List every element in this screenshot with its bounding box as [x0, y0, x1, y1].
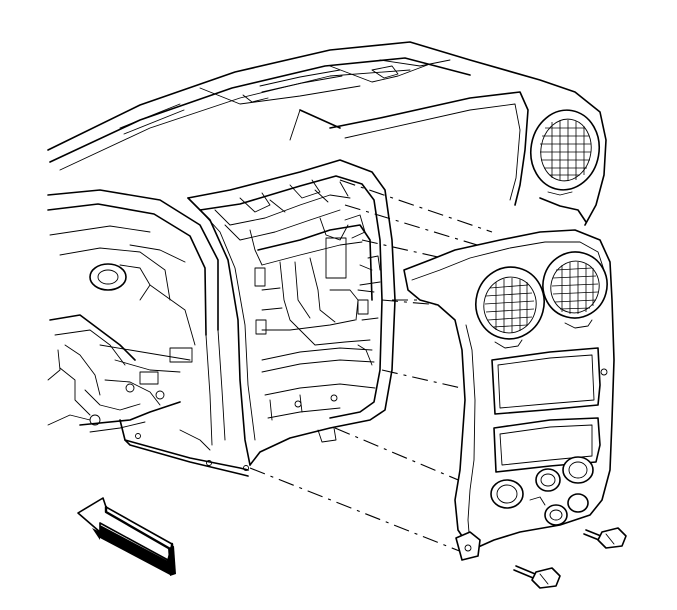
left-vent-grille — [484, 278, 535, 333]
dash-vent-grille — [540, 120, 591, 181]
front-direction-arrow-icon — [77, 497, 176, 576]
right-vent-grille — [551, 262, 599, 314]
alignment-lines — [249, 179, 521, 553]
bolt-right — [583, 527, 627, 549]
instrument-cluster-area — [47, 189, 219, 433]
lower-panel — [119, 329, 249, 477]
center-trim-plate — [403, 229, 615, 561]
center-stack-opening — [187, 159, 396, 466]
instrument-panel-upper — [47, 41, 607, 226]
bolt-lower — [513, 565, 561, 589]
